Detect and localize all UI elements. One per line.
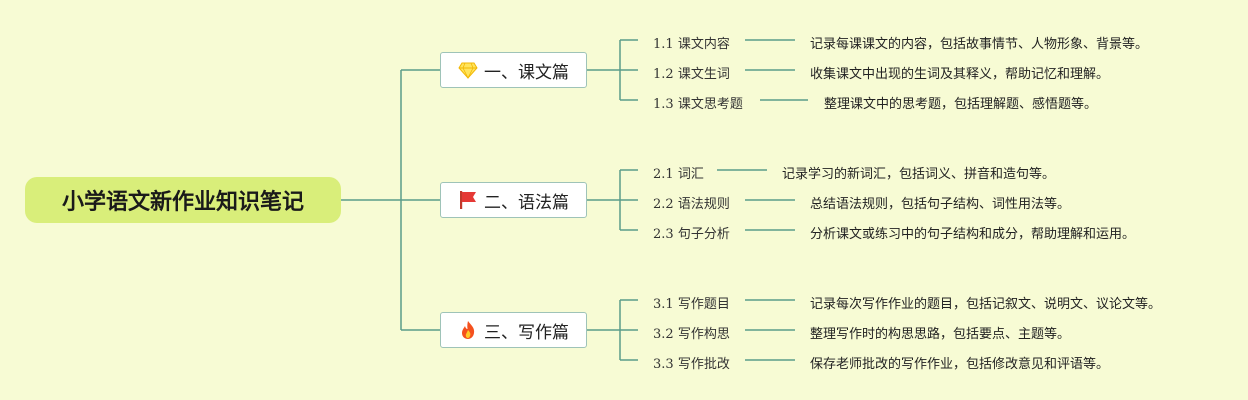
flag-icon bbox=[458, 190, 478, 210]
fire-icon bbox=[458, 320, 478, 340]
branch-label: 一、课文篇 bbox=[484, 62, 569, 83]
subtopic-desc: 整理课文中的思考题，包括理解题、感悟题等。 bbox=[824, 97, 1098, 112]
gem-icon bbox=[458, 60, 478, 80]
subtopic-2-3[interactable]: 2.3 句子分析 bbox=[653, 227, 730, 242]
subtopic-1-3[interactable]: 1.3 课文思考题 bbox=[653, 97, 743, 112]
subtopic-desc: 总结语法规则，包括句子结构、词性用法等。 bbox=[810, 197, 1071, 212]
root-node[interactable]: 小学语文新作业知识笔记 bbox=[25, 177, 341, 223]
subtopic-2-1[interactable]: 2.1 词汇 bbox=[653, 167, 704, 182]
subtopic-1-1[interactable]: 1.1 课文内容 bbox=[653, 37, 730, 52]
branch-label: 三、写作篇 bbox=[484, 322, 569, 343]
subtopic-desc: 记录每次写作作业的题目，包括记叙文、说明文、议论文等。 bbox=[810, 297, 1162, 312]
subtopic-desc: 分析课文或练习中的句子结构和成分，帮助理解和运用。 bbox=[810, 227, 1136, 242]
subtopic-desc: 保存老师批改的写作作业，包括修改意见和评语等。 bbox=[810, 357, 1110, 372]
subtopic-3-3[interactable]: 3.3 写作批改 bbox=[653, 357, 730, 372]
branch-node-texts[interactable]: 一、课文篇 bbox=[440, 52, 587, 88]
subtopic-desc: 收集课文中出现的生词及其释义，帮助记忆和理解。 bbox=[810, 67, 1110, 82]
subtopic-3-2[interactable]: 3.2 写作构思 bbox=[653, 327, 730, 342]
subtopic-desc: 记录每课课文的内容，包括故事情节、人物形象、背景等。 bbox=[810, 37, 1149, 52]
subtopic-3-1[interactable]: 3.1 写作题目 bbox=[653, 297, 730, 312]
subtopic-2-2[interactable]: 2.2 语法规则 bbox=[653, 197, 730, 212]
subtopic-1-2[interactable]: 1.2 课文生词 bbox=[653, 67, 730, 82]
branch-node-writing[interactable]: 三、写作篇 bbox=[440, 312, 587, 348]
branch-node-grammar[interactable]: 二、语法篇 bbox=[440, 182, 587, 218]
root-title: 小学语文新作业知识笔记 bbox=[61, 190, 304, 215]
subtopic-desc: 整理写作时的构思思路，包括要点、主题等。 bbox=[810, 327, 1071, 342]
subtopic-desc: 记录学习的新词汇，包括词义、拼音和造句等。 bbox=[782, 167, 1056, 182]
branch-label: 二、语法篇 bbox=[484, 192, 569, 213]
